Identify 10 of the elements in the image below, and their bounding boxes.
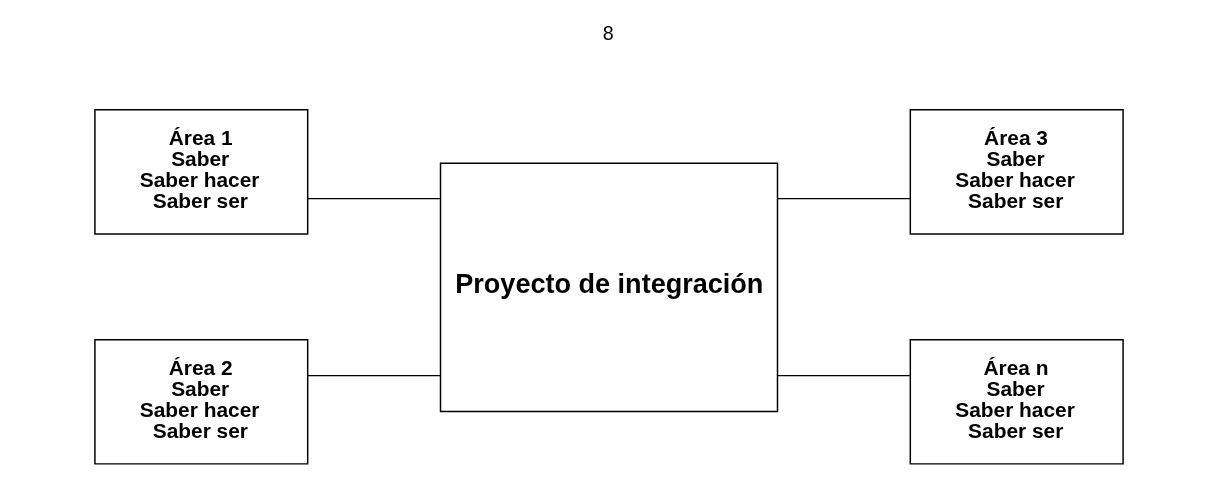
label: 8: [602, 21, 614, 44]
node-box: Área 1 Saber Saber hacer Saber ser: [93, 108, 308, 235]
node-box: Área 3 Saber Saber hacer Saber ser: [909, 108, 1124, 235]
connector: [776, 375, 910, 377]
connector: [306, 375, 441, 377]
node-box: Área n Saber Saber hacer Saber ser: [909, 338, 1124, 465]
connector: [306, 197, 441, 200]
node-box: Área 2 Saber Saber hacer Saber ser: [93, 338, 308, 465]
connector: [776, 197, 910, 200]
node-box: Proyecto de integración: [439, 162, 778, 413]
